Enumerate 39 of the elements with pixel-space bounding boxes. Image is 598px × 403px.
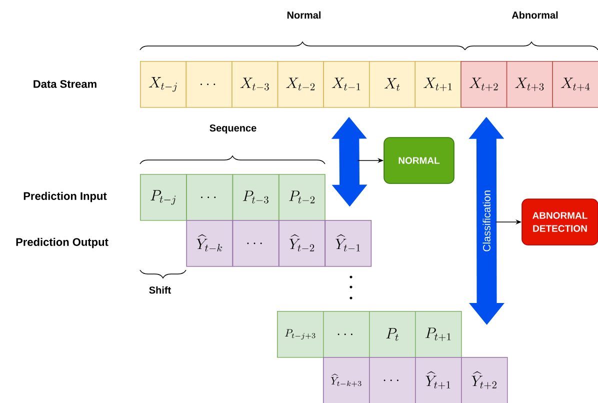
sequence-cell: $P_{t+1}$ (415, 311, 462, 358)
sequence-cell: $\dots$ (369, 357, 416, 403)
row-label: Prediction Output (16, 238, 108, 248)
row-label: Prediction Input (24, 192, 107, 202)
sequence-cell: $P_{t-j}$ (140, 174, 187, 221)
brace-label: Normal (287, 11, 321, 19)
sequence-cell: $X_{t+3}$ (506, 61, 553, 108)
sequence-cell: $\widehat{Y}_{t-k}$ (186, 220, 233, 267)
node-label: $\dots$ (384, 380, 398, 382)
sequence-cell: $\widehat{Y}_{t-2}$ (278, 220, 326, 267)
sequence-cell: $\widehat{Y}_{t+2}$ (461, 357, 508, 403)
sequence-cell: $P_t$ (369, 311, 416, 358)
brace-label: Sequence (210, 124, 256, 134)
sequence-cell: $X_{t-j}$ (140, 61, 187, 108)
brace-label: Shift (149, 286, 171, 294)
status-box: NORMAL (384, 137, 454, 184)
brace-label: Abnormal (512, 11, 558, 19)
sequence-cell: $X_{t+2}$ (460, 61, 508, 108)
sequence-cell: $X_t$ (369, 61, 416, 108)
sequence-cell: $\dots$ (323, 311, 370, 358)
sequence-cell: $\dots$ (186, 174, 233, 221)
sequence-cell: $X_{t+1}$ (414, 61, 462, 108)
node-label: $\widehat{Y}_{t+1}$ (426, 371, 450, 390)
sequence-cell: $P_{t-j+3}$ (277, 311, 324, 358)
sequence-cell: $X_{t-2}$ (277, 61, 324, 108)
sequence-cell: $P_{t-3}$ (232, 174, 280, 221)
sequence-cell: $\widehat{Y}_{t+1}$ (415, 357, 462, 403)
edge-label: Classification (482, 190, 490, 252)
sequence-cell: $X_{t+4}$ (552, 61, 598, 108)
sequence-cell: $\widehat{Y}_{t-k+3}$ (323, 357, 370, 403)
sequence-cell: $\widehat{Y}_{t-1}$ (324, 220, 372, 267)
row-label: Data Stream (34, 80, 96, 88)
sequence-cell: $\dots$ (232, 220, 280, 267)
sequence-cell: $X_{t-1}$ (323, 61, 370, 108)
status-box: ABNORMAL DETECTION (522, 198, 598, 246)
sequence-cell: $P_{t-2}$ (278, 174, 326, 221)
node-label: $\widehat{Y}_{t-k+3}$ (330, 374, 362, 387)
sequence-cell: $X_{t-3}$ (232, 61, 278, 108)
sequence-cell: $\dots$ (186, 61, 232, 108)
